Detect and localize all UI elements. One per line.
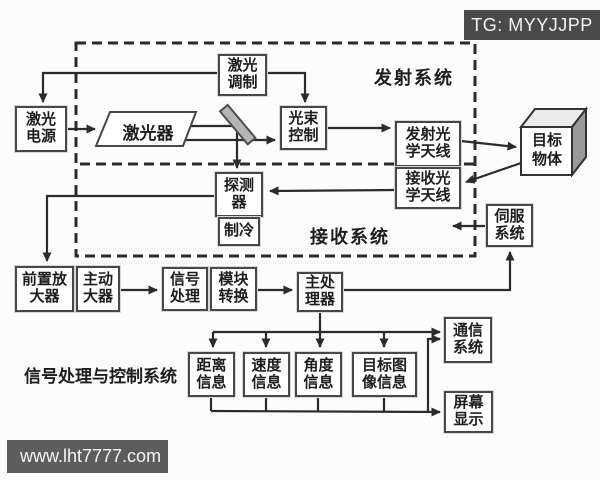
beam-splitter-mirror (218, 103, 257, 146)
node-laser-label: 激光器 (122, 124, 174, 143)
node-detector: 探测 器 (215, 172, 263, 217)
label-signal-control-system: 信号处理与控制系统 (24, 367, 177, 386)
label-receive-system: 接收系统 (310, 227, 390, 247)
node-laser-power: 激光 电源 (15, 106, 67, 152)
node-target-object-label: 目标 物体 (531, 133, 562, 168)
laser-parallelogram (94, 111, 198, 147)
node-transmit-antenna: 发射光 学天线 (395, 121, 461, 167)
node-signal-processing: 信号 处理 (162, 267, 208, 311)
watermark-bottom-banner: www.lht7777.com (7, 440, 168, 473)
watermark-top-banner: TG: MYYJJPP (464, 10, 600, 40)
node-main-processor: 主处 理器 (297, 272, 343, 312)
node-laser-modulation: 激光 调制 (218, 54, 267, 96)
node-preamplifier: 前置放 大器 (15, 266, 74, 312)
target-cube (518, 106, 589, 178)
node-screen-display: 屏幕 显示 (444, 391, 493, 433)
node-angle-info: 角度 信息 (295, 352, 342, 397)
node-beam-control: 光束 控制 (280, 106, 327, 150)
node-cooler: 制冷 (218, 217, 260, 246)
node-receive-antenna: 接收光 学天线 (395, 167, 461, 209)
node-speed-info: 速度 信息 (243, 352, 290, 397)
node-module-conversion: 模块 转换 (210, 267, 257, 311)
transmit-receive-dashed-boundary (74, 41, 477, 258)
node-target-image-info: 目标图 像信息 (352, 352, 417, 397)
label-transmit-system: 发射系统 (374, 68, 454, 88)
node-distance-info: 距离 信息 (188, 352, 235, 397)
node-main-amplifier: 主动 大器 (76, 266, 120, 312)
node-communication-system: 通信 系统 (444, 317, 492, 363)
node-servo-system: 伺服 系统 (486, 204, 533, 247)
